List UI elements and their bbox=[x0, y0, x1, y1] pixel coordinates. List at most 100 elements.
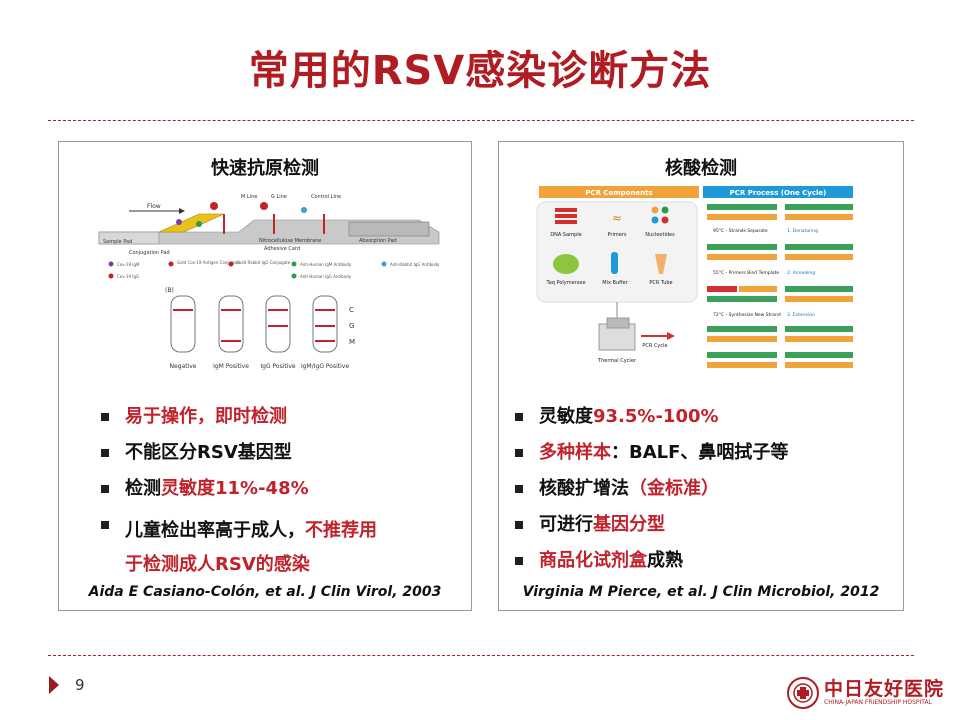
step-label: 1. Denaturing bbox=[787, 228, 818, 234]
hospital-name: 中日友好医院 bbox=[824, 678, 945, 700]
bullet-item: 可进行基因分型 bbox=[513, 514, 899, 536]
hospital-emblem-icon bbox=[787, 677, 819, 709]
svg-text:Cov-19 IgG: Cov-19 IgG bbox=[117, 274, 139, 279]
g-label: G bbox=[349, 322, 354, 330]
bullet-item: 检测灵敏度11%-48% bbox=[99, 478, 469, 500]
component-label: PCR Tube bbox=[649, 280, 672, 286]
strip-label-igm-igg: IgM/IgG Positive bbox=[301, 363, 349, 370]
gold-conjugate-marker bbox=[210, 202, 218, 210]
rapid-antigen-bullets: 易于操作，即时检测不能区分RSV基因型检测灵敏度11%-48%儿童检出率高于成人… bbox=[99, 406, 469, 596]
title-divider bbox=[48, 120, 914, 121]
strip-label-igg: IgG Positive bbox=[260, 363, 296, 370]
bullet-item: 商品化试剂盒成熟 bbox=[513, 550, 899, 572]
component-label: Nucleotides bbox=[645, 232, 675, 238]
conjugation-pad-label: Conjugation Pad bbox=[129, 250, 170, 256]
dna-strand-bars bbox=[707, 204, 853, 368]
pcr-tube-icon bbox=[655, 254, 667, 274]
bullet-item: 儿童检出率高于成人，不推荐用于检测成人RSV的感染 bbox=[99, 514, 469, 582]
component-label: Primers bbox=[608, 232, 627, 238]
strip-result-lines bbox=[173, 309, 335, 342]
pcr-diagram: PCR Components PCR Process (One Cycle) D… bbox=[536, 186, 853, 368]
bullet-text: 成熟 bbox=[647, 550, 683, 571]
bullet-text: 不能区分RSV基因型 bbox=[125, 442, 292, 463]
absorption-pad-label: Absorption Pad bbox=[359, 238, 397, 244]
slide-marker-icon bbox=[49, 676, 59, 694]
highlight-text: 不推荐用 bbox=[305, 520, 377, 541]
step-temp: 55°C - Primers Bind Template bbox=[713, 270, 779, 276]
taq-polymerase-icon bbox=[553, 254, 579, 274]
step-temp: 72°C - Synthesize New Strand bbox=[713, 312, 781, 318]
primers-icon: ≈ bbox=[612, 211, 622, 225]
conjugation-pad bbox=[158, 213, 225, 233]
bullet-text: 灵敏度 bbox=[539, 406, 593, 427]
pcr-cycle-label: PCR Cycle bbox=[642, 343, 667, 349]
strip-label-igm: IgM Positive bbox=[213, 363, 249, 370]
nucleic-acid-bullets: 灵敏度93.5%-100% 多种样本：BALF、鼻咽拭子等核酸扩增法（金标准） 可进… bbox=[513, 406, 899, 586]
component-label: DNA Sample bbox=[550, 232, 581, 238]
adhesive-card-label: Adhesive Card bbox=[264, 246, 300, 252]
test-strips bbox=[170, 295, 338, 353]
m-label: M bbox=[349, 338, 355, 346]
highlight-text: 于检测成人RSV的感染 bbox=[125, 554, 310, 575]
highlight-text: 易于操作，即时检测 bbox=[125, 406, 287, 427]
bullet-text: ：BALF、鼻咽拭子等 bbox=[611, 442, 789, 463]
highlight-text: 灵敏度11%-48% bbox=[161, 478, 309, 499]
component-label: Mix Buffer bbox=[602, 280, 628, 286]
mix-buffer-icon bbox=[611, 252, 618, 274]
g-line-label: G Line bbox=[271, 194, 287, 200]
slide-number: 9 bbox=[75, 676, 85, 694]
svg-text:Gold Cov-19 Antigen Conjugate: Gold Cov-19 Antigen Conjugate bbox=[177, 260, 241, 265]
highlight-text: 基因分型 bbox=[593, 514, 665, 535]
flow-label: Flow bbox=[147, 203, 161, 210]
bullet-text: 儿童检出率高于成人， bbox=[125, 520, 305, 541]
svg-text:Gold Rabbit IgG Conjugate: Gold Rabbit IgG Conjugate bbox=[237, 260, 291, 265]
sample-pad bbox=[98, 231, 160, 245]
pcr-components-title: PCR Components bbox=[585, 189, 652, 197]
panel-heading: 核酸检测 bbox=[665, 158, 737, 179]
highlight-text: 商品化试剂盒 bbox=[539, 550, 647, 571]
bullet-text: 核酸扩增法 bbox=[539, 478, 629, 499]
m-line-label: M Line bbox=[241, 194, 257, 200]
panel-b-label: (B) bbox=[165, 287, 174, 294]
bullet-item: 不能区分RSV基因型 bbox=[99, 442, 469, 464]
panel-heading: 快速抗原检测 bbox=[211, 158, 319, 179]
control-line-label: Control Line bbox=[311, 194, 341, 200]
absorption-pad bbox=[348, 221, 430, 237]
nucleic-acid-panel: 核酸检测 PCR Components PCR Process (One Cyc… bbox=[498, 141, 904, 611]
sample-pad-label: Sample Pad bbox=[103, 239, 132, 245]
hospital-logo: 中日友好医院 CHINA-JAPAN FRIENDSHIP HOSPITAL bbox=[786, 672, 946, 716]
strip-label-negative: Negative bbox=[170, 363, 197, 370]
slide-title: 常用的RSV感染诊断方法 bbox=[248, 48, 712, 94]
pcr-process-header bbox=[703, 186, 853, 198]
thermal-cycler-label: Thermal Cycler bbox=[597, 358, 637, 364]
legend: Cov-19 IgM Gold Cov-19 Antigen Conjugate… bbox=[108, 260, 440, 279]
step-label: 3. Extension bbox=[787, 312, 815, 318]
svg-text:Anti-Rabbit IgG Antibody: Anti-Rabbit IgG Antibody bbox=[390, 262, 440, 267]
pcr-process-title: PCR Process (One Cycle) bbox=[730, 189, 827, 197]
nitrocellulose-label: Nitrocellulose Membrane bbox=[259, 238, 321, 244]
component-label: Taq Polymerase bbox=[545, 280, 585, 286]
bullet-item: 多种样本：BALF、鼻咽拭子等 bbox=[513, 442, 899, 464]
hospital-subtitle: CHINA-JAPAN FRIENDSHIP HOSPITAL bbox=[824, 699, 932, 706]
bullet-text: 检测 bbox=[125, 478, 161, 499]
highlight-text: （金标准） bbox=[629, 478, 719, 499]
nucleotides-icon bbox=[651, 206, 669, 224]
step-temp: 95°C - Strands Separate bbox=[713, 228, 768, 234]
citation: Virginia M Pierce, et al. J Clin Microbi… bbox=[522, 584, 880, 600]
svg-text:Anti-Human IgG Antibody: Anti-Human IgG Antibody bbox=[300, 274, 352, 279]
citation: Aida E Casiano-Colón, et al. J Clin Viro… bbox=[88, 584, 442, 600]
bullet-item: 易于操作，即时检测 bbox=[99, 406, 469, 428]
bullet-item: 灵敏度93.5%-100% bbox=[513, 406, 899, 428]
rapid-antigen-panel: 快速抗原检测 Flow M Line G Line Control Line S… bbox=[58, 141, 472, 611]
footer-divider bbox=[48, 655, 914, 656]
bullet-text: 可进行 bbox=[539, 514, 593, 535]
c-label: C bbox=[349, 306, 354, 314]
highlight-text: 93.5%-100% bbox=[593, 406, 719, 427]
highlight-text: 多种样本 bbox=[539, 442, 611, 463]
svg-text:Cov-19 IgM: Cov-19 IgM bbox=[117, 262, 140, 267]
pcr-components-header bbox=[539, 186, 699, 198]
svg-text:Anti-Human IgM Antibody: Anti-Human IgM Antibody bbox=[300, 262, 352, 267]
dna-sample-icon bbox=[555, 208, 577, 224]
lateral-flow-diagram: Flow M Line G Line Control Line Sample P… bbox=[98, 194, 440, 370]
step-label: 2. Annealing bbox=[787, 270, 815, 276]
